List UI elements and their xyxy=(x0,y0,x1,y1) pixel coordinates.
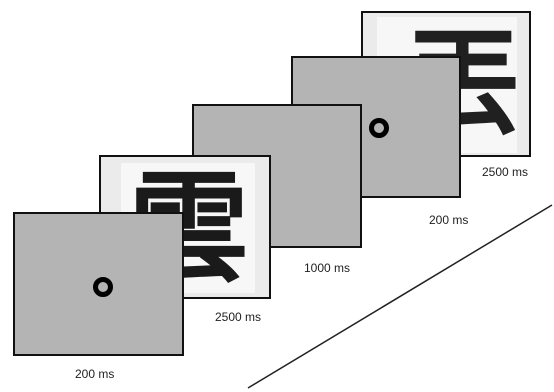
frame-2-duration: 2500 ms xyxy=(215,310,262,324)
frame-5-duration: 2500 ms xyxy=(482,165,529,179)
frame-1-fixation-circle-icon xyxy=(93,277,113,297)
frame-3-duration: 1000 ms xyxy=(304,261,351,275)
frame-1-fixation-screen xyxy=(13,212,184,356)
frame-4-fixation-circle-icon xyxy=(369,118,389,138)
frame-1-duration: 200 ms xyxy=(75,367,115,381)
frame-4-duration: 200 ms xyxy=(429,213,469,227)
